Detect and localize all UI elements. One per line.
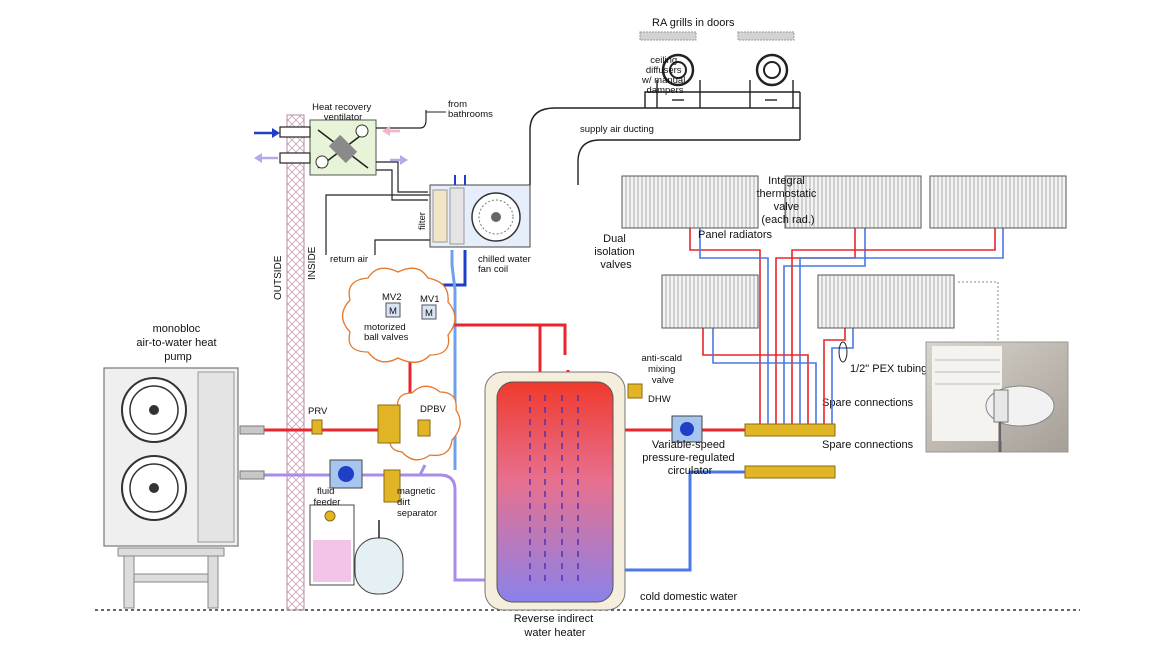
dpbv-label: DPBV: [420, 404, 447, 415]
hrv-label: Heat recovery ventilator: [312, 102, 374, 123]
integral-valve-label: Integral thermostatic valve (each rad.): [757, 175, 820, 226]
cold-domestic-water-label: cold domestic water: [640, 591, 738, 603]
spare-connections-bottom-label: Spare connections: [822, 439, 914, 451]
panel-radiator-2: [784, 175, 922, 229]
outside-label: OUTSIDE: [273, 255, 284, 300]
photo-callout-line: [958, 281, 999, 342]
water-heater-label: Reverse indirect water heater: [514, 613, 597, 639]
heat-pump-unit: [103, 367, 239, 609]
return-air-label: return air: [330, 254, 368, 265]
mv1-valve: M: [421, 304, 437, 320]
dhw-label: DHW: [648, 394, 671, 405]
mv2-valve: M: [385, 302, 401, 318]
inside-label: INSIDE: [307, 246, 318, 280]
panel-radiator-3: [929, 175, 1067, 229]
fluid-feeder: [309, 504, 355, 586]
thermostatic-valve-photo: [925, 341, 1069, 453]
heat-pump-label: monobloc air-to-water heat pump: [136, 323, 219, 363]
panel-radiator-1: [621, 175, 759, 229]
prv-valve: [311, 419, 323, 435]
mv2-label: MV2: [382, 292, 402, 303]
pex-callout: [838, 341, 848, 363]
exterior-wall: [286, 114, 305, 611]
fluid-feeder-label: fluid feeder: [314, 486, 341, 508]
supply-air-ducting: [529, 80, 801, 185]
flex-connector-return: [239, 470, 265, 480]
heat-pump-circulator: [329, 459, 363, 489]
filter-label: filter: [417, 212, 428, 230]
exhaust-air-arrowhead: [254, 153, 262, 163]
svg-text:M: M: [389, 306, 397, 317]
dpbv-valve: [417, 419, 431, 437]
return-manifold: [744, 465, 836, 479]
chilled-water-fan-coil: [429, 175, 531, 248]
prv-label: PRV: [308, 406, 328, 417]
pex-tubing-label: 1/2" PEX tubing: [850, 363, 927, 375]
dual-isolation-label: Dual isolation valves: [594, 233, 637, 271]
expansion-tank: [354, 520, 404, 595]
circulator-label: Variable-speed pressure-regulated circul…: [642, 439, 737, 477]
supply-manifold: [744, 423, 836, 437]
mv1-label: MV1: [420, 294, 440, 305]
air-separator: [377, 404, 401, 444]
fan-coil-label: chilled water fan coil: [478, 254, 533, 275]
supply-to-rooms-arrowhead: [400, 155, 408, 165]
flex-connector-supply: [239, 425, 265, 435]
supply-air-ducting-label: supply air ducting: [580, 124, 654, 135]
ra-grills-label: RA grills in doors: [652, 17, 735, 29]
distribution-circulator: [671, 415, 703, 443]
cold-water-piping: [605, 428, 745, 572]
pex-tubing-runs: [689, 228, 1004, 424]
svg-text:M: M: [425, 308, 433, 319]
heat-recovery-ventilator: [309, 119, 377, 176]
ceiling-diffuser-left: [661, 53, 695, 87]
panel-radiator-4: [661, 274, 759, 329]
from-bathrooms-label: from bathrooms: [448, 99, 493, 120]
dirt-separator-label: magnetic dirt separator: [397, 486, 438, 519]
spare-connections-top-label: Spare connections: [822, 397, 914, 409]
ra-grill-left: [639, 31, 697, 41]
reverse-indirect-water-heater: [484, 371, 626, 611]
bathroom-air-arrowhead: [382, 126, 390, 136]
ceiling-diffuser-right: [755, 53, 789, 87]
ra-grill-right: [737, 31, 795, 41]
anti-scald-valve: [627, 383, 643, 399]
motorized-ball-valves-label: motorized ball valves: [364, 322, 409, 343]
anti-scald-label: anti-scald mixing valve: [641, 353, 684, 386]
panel-radiators-label: Panel radiators: [698, 229, 772, 241]
outdoor-air-in-arrowhead: [272, 128, 280, 138]
return-piping-violet: [248, 464, 500, 582]
return-air-duct: [325, 194, 430, 255]
ceiling-diffusers-label: ceiling diffusers w/ manual dampers: [641, 55, 688, 96]
hrv-ducts: [279, 110, 428, 201]
magnetic-dirt-separator: [383, 469, 401, 503]
panel-radiator-5: [817, 274, 955, 329]
